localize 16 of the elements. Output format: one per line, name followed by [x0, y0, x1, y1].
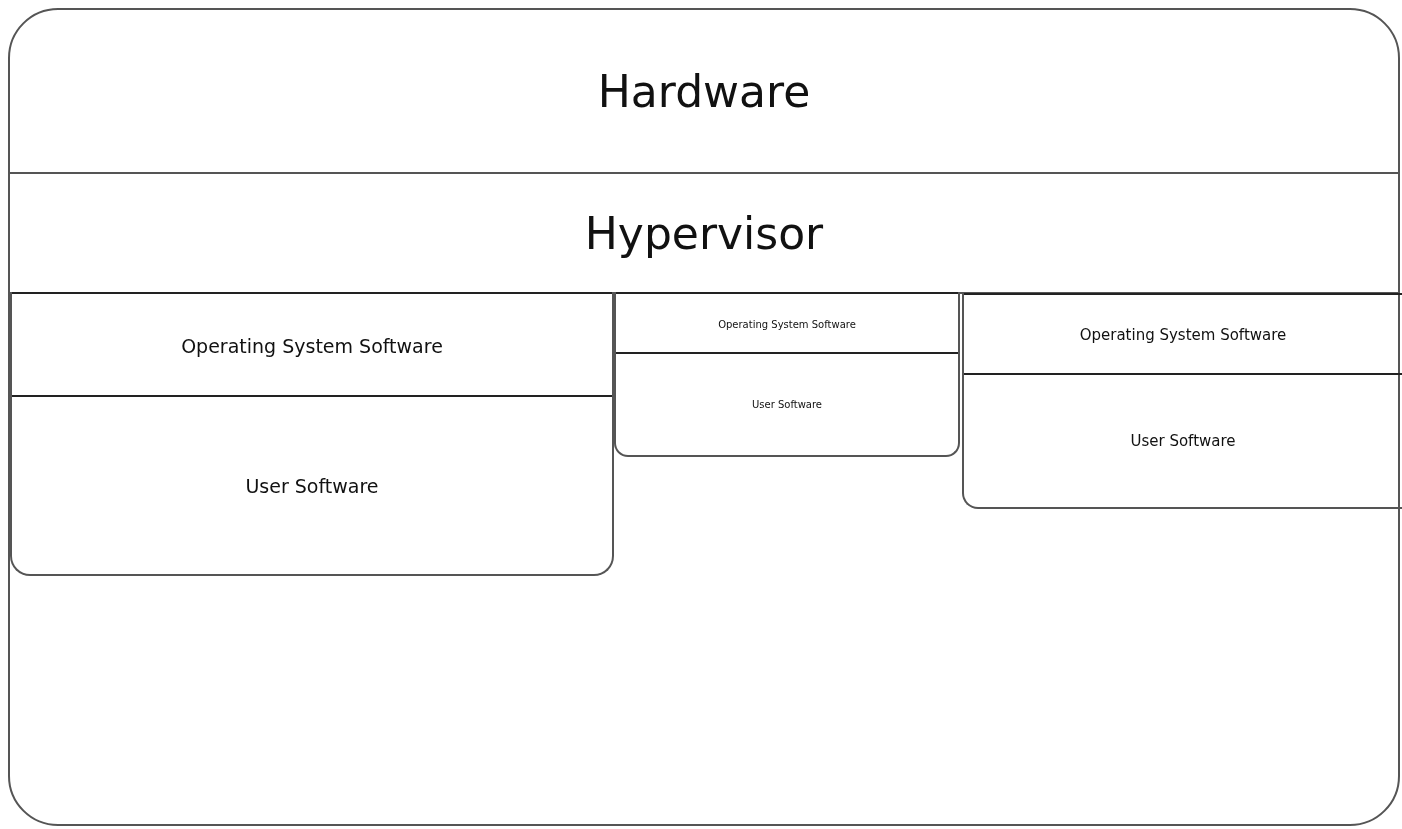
layer-label: User Software	[245, 474, 379, 497]
layer-label: Operating System Software	[1079, 326, 1287, 344]
os-layer	[964, 293, 1402, 375]
virtual-machine-box	[962, 293, 1402, 509]
layer-label: Hardware	[597, 65, 811, 117]
layer-label: User Software	[751, 398, 823, 410]
hypervisor-layer	[10, 172, 1398, 294]
layer-label: User Software	[1130, 432, 1236, 450]
virtual-machine-box	[614, 292, 960, 457]
hardware-layer	[8, 8, 1400, 826]
os-layer	[616, 292, 958, 354]
virtual-machine-box	[10, 292, 614, 576]
os-layer	[12, 292, 612, 397]
layer-label: Operating System Software	[181, 334, 443, 357]
layer-label: Operating System Software	[718, 318, 856, 330]
layer-label: Hypervisor	[584, 207, 824, 259]
